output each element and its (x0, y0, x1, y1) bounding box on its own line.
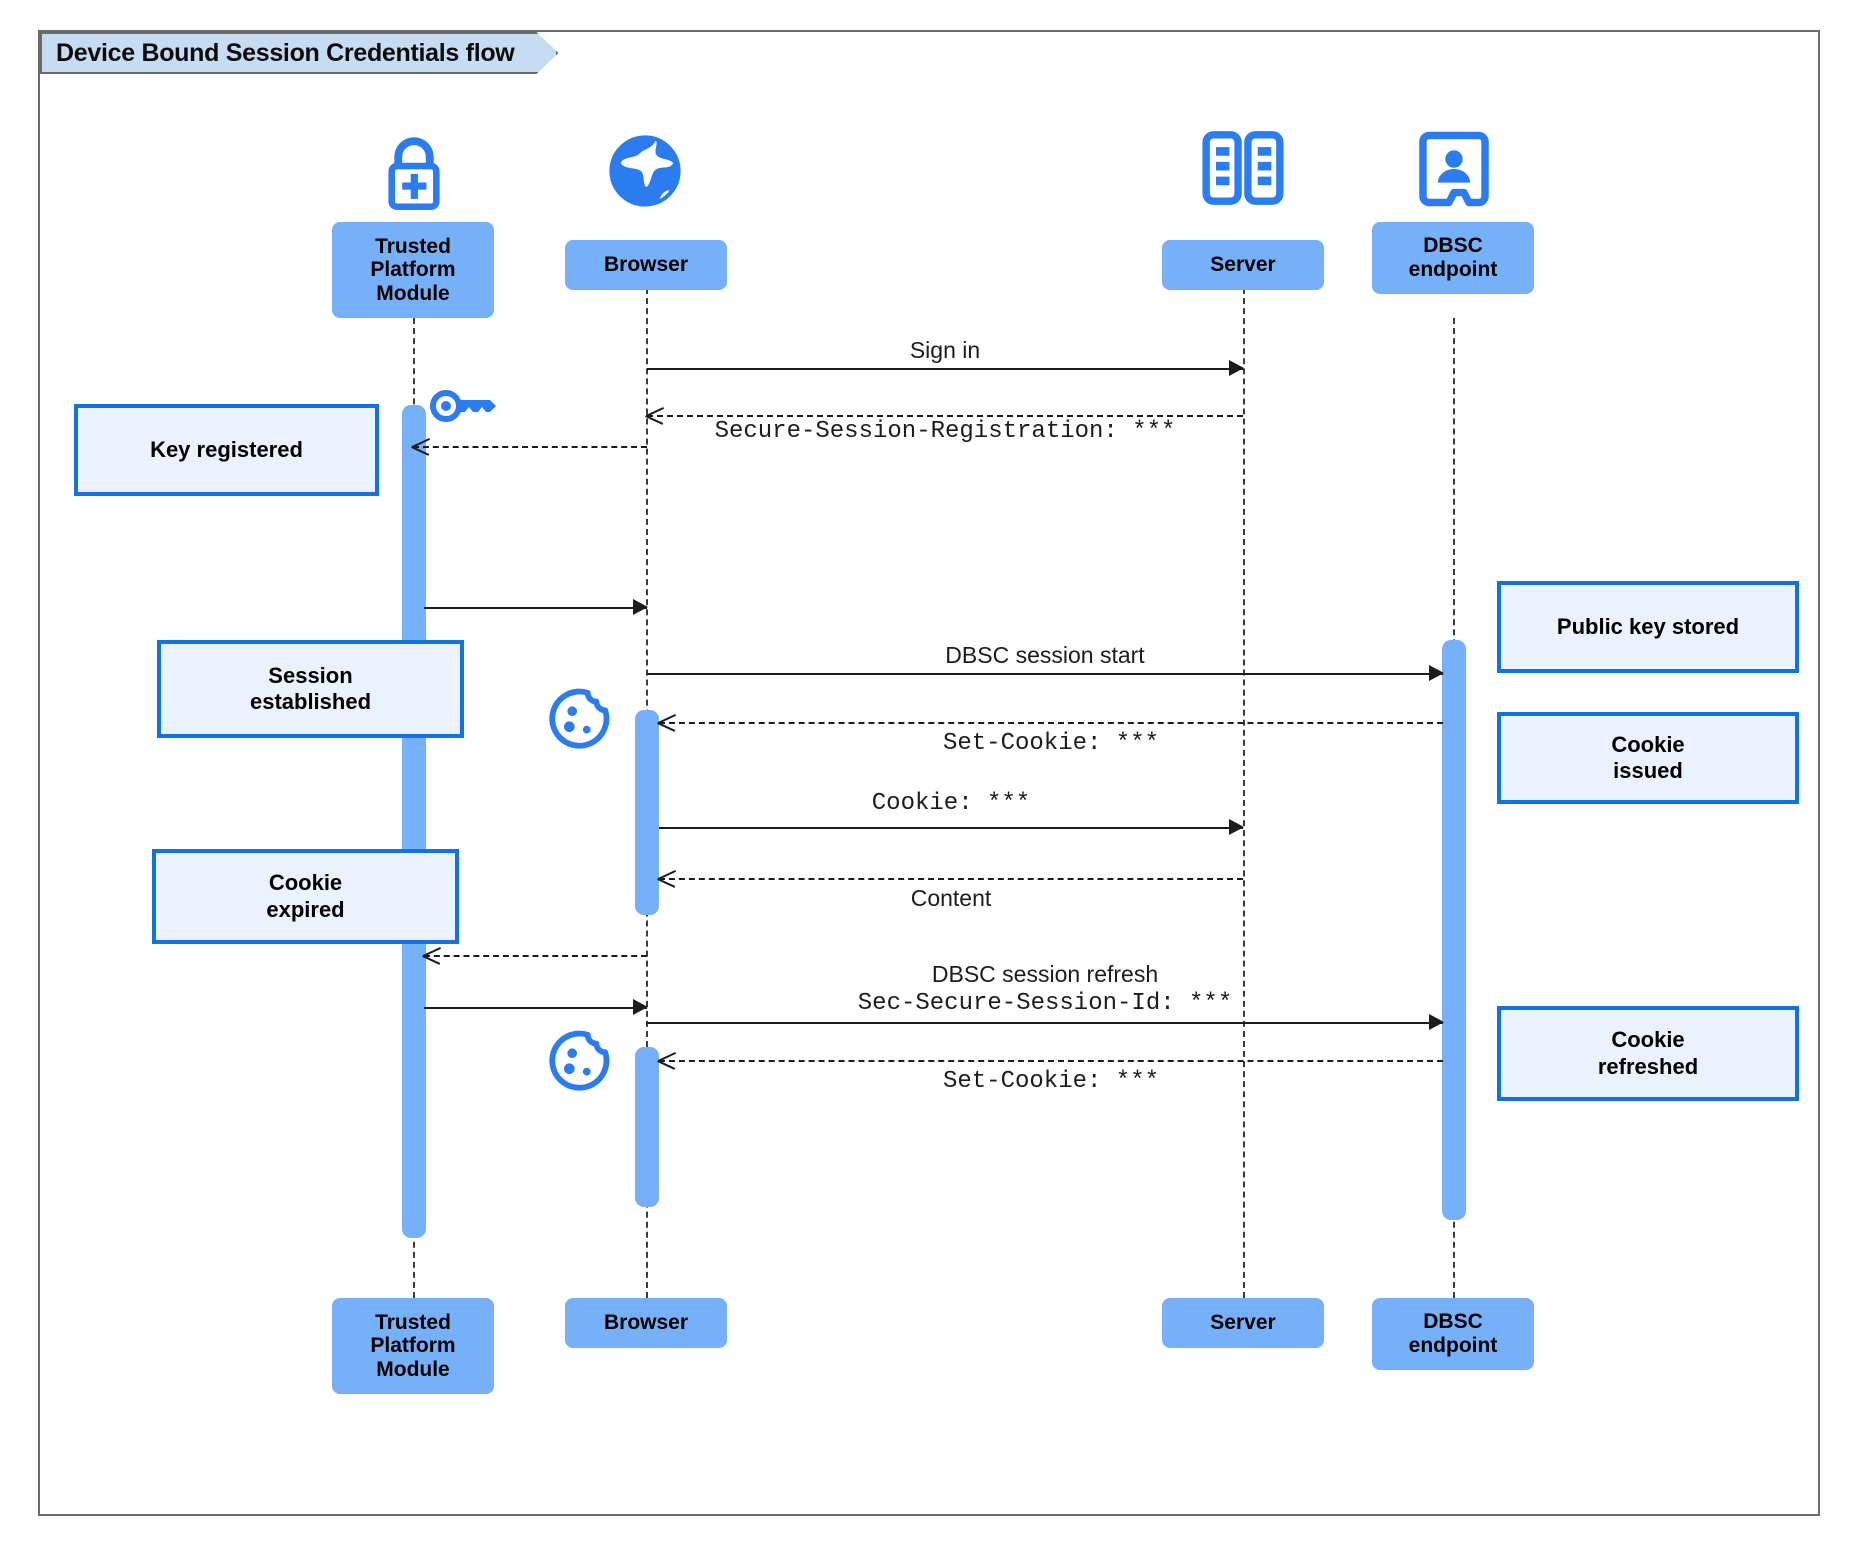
message-line (659, 827, 1243, 829)
arrowhead-right-icon (633, 599, 648, 615)
note-public-key-stored: Public key stored (1497, 581, 1799, 673)
note-text: Cookie refreshed (1597, 1027, 1699, 1079)
message-line (424, 955, 647, 957)
activation-bar-browser-1 (635, 710, 659, 915)
message-line (647, 1022, 1443, 1024)
message-label-sec-secure-session-id: Sec-Secure-Session-Id: *** (857, 990, 1233, 1017)
message-line (659, 722, 1443, 724)
note-session-established: Session established (157, 640, 464, 738)
participant-footer-tpm[interactable]: Trusted Platform Module (332, 1298, 494, 1394)
activation-bar-dbsc (1442, 640, 1466, 1220)
activation-bar-tpm (402, 405, 426, 1238)
message-label-dbsc-session-refresh: DBSC session refresh (931, 961, 1159, 987)
message-line (647, 368, 1243, 370)
lifeline-server (1243, 288, 1245, 1298)
arrowhead-right-icon (1229, 360, 1244, 376)
note-key-registered: Key registered (74, 404, 379, 496)
page-title: Device Bound Session Credentials flow (56, 38, 515, 67)
participant-footer-server[interactable]: Server (1162, 1298, 1324, 1348)
message-label-sign-in: Sign in (909, 337, 981, 363)
message-label-set-cookie-2: Set-Cookie: *** (942, 1068, 1160, 1095)
arrowhead-right-icon (1229, 819, 1244, 835)
message-line (424, 1007, 647, 1009)
note-text: Key registered (150, 436, 303, 462)
cookie-icon (548, 688, 610, 750)
message-line (659, 1060, 1443, 1062)
server-rack-icon (1200, 128, 1286, 208)
participant-footer-browser[interactable]: Browser (565, 1298, 727, 1348)
message-label-cookie: Cookie: *** (871, 790, 1031, 817)
arrowhead-right-icon (1429, 665, 1444, 681)
activation-bar-browser-2 (635, 1047, 659, 1207)
participant-header-browser[interactable]: Browser (565, 240, 727, 290)
participant-label-browser: Browser (603, 253, 689, 277)
globe-icon (602, 128, 688, 214)
note-text: Public key stored (1556, 613, 1740, 639)
participant-header-dbsc[interactable]: DBSC endpoint (1372, 222, 1534, 294)
lock-plus-icon (372, 128, 456, 212)
id-badge-icon (1418, 128, 1490, 210)
note-cookie-refreshed: Cookie refreshed (1497, 1006, 1799, 1101)
message-line (413, 446, 647, 448)
participant-label-tpm: Trusted Platform Module (370, 234, 456, 305)
note-text: Session established (249, 662, 372, 714)
participant-label-browser-footer: Browser (603, 1311, 689, 1335)
message-label-content: Content (910, 885, 992, 911)
cookie-icon (548, 1030, 610, 1092)
key-icon (428, 384, 496, 428)
participant-label-server: Server (1210, 253, 1276, 277)
participant-label-server-footer: Server (1210, 1311, 1276, 1335)
message-line (424, 607, 647, 609)
note-text: Cookie issued (1611, 731, 1685, 783)
note-cookie-expired: Cookie expired (152, 849, 459, 944)
message-label-dbsc-session-start: DBSC session start (945, 642, 1145, 668)
participant-label-tpm-footer: Trusted Platform Module (370, 1310, 456, 1381)
message-line (659, 878, 1243, 880)
arrowhead-right-icon (1429, 1014, 1444, 1030)
message-label-secure-session-registration: Secure-Session-Registration: *** (714, 418, 1176, 445)
note-cookie-issued: Cookie issued (1497, 712, 1799, 804)
message-line (647, 673, 1443, 675)
message-line (647, 415, 1243, 417)
participant-label-dbsc-footer: DBSC endpoint (1408, 1310, 1498, 1357)
diagram-title-tab: Device Bound Session Credentials flow (40, 32, 558, 74)
participant-footer-dbsc[interactable]: DBSC endpoint (1372, 1298, 1534, 1370)
participant-label-dbsc: DBSC endpoint (1408, 234, 1498, 281)
arrowhead-right-icon (633, 999, 648, 1015)
message-label-set-cookie-1: Set-Cookie: *** (942, 730, 1160, 757)
participant-header-server[interactable]: Server (1162, 240, 1324, 290)
note-text: Cookie expired (266, 870, 345, 922)
participant-header-tpm[interactable]: Trusted Platform Module (332, 222, 494, 318)
